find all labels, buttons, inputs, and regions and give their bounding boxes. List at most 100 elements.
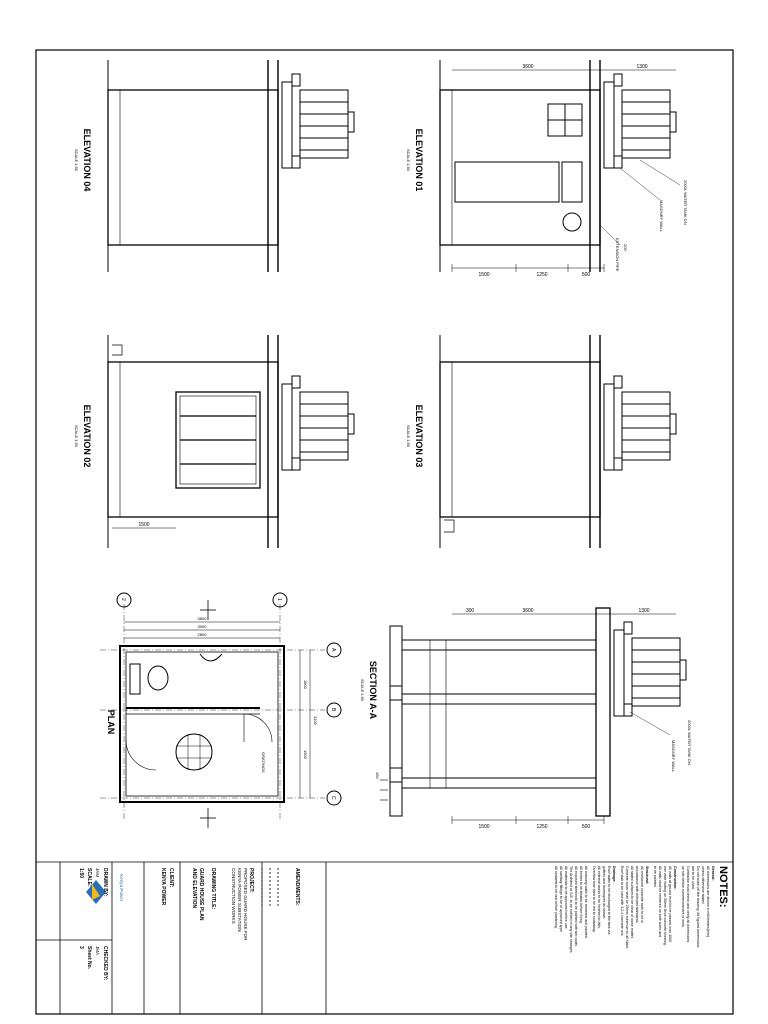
elevation-02-dim-width: 1500: [138, 522, 149, 528]
title-drawn-by: JAM: [95, 868, 100, 877]
section-dim-bot-2: 1250: [536, 824, 547, 830]
elevation-01-extension-pipe-label: EXTENSION PIPE: [615, 238, 620, 272]
title-project-label: PROJECT:: [248, 868, 254, 893]
elevation-04-title: ELEVATION 04: [82, 129, 92, 192]
notes-structural-1: All reinforced concrete work to be in: [640, 866, 644, 923]
title-client-name: KENYA POWER: [160, 868, 166, 906]
elevation-02-drawing: [107, 335, 355, 548]
title-checked-by-label: CHECKED BY:: [102, 946, 108, 981]
elevation-03-title: ELEVATION 03: [414, 405, 424, 468]
title-scale-label: SCALE:: [86, 868, 92, 887]
plan-grid-col-2: 1: [276, 598, 282, 601]
title-block: [36, 861, 733, 1014]
plan-dim-total-side: 3100: [313, 716, 318, 726]
title-project-2: KENYA POWER SUBSTATION: [237, 868, 242, 932]
plan-title: PLAN: [106, 710, 116, 735]
title-drawn-by-label: DRAWN BY:: [102, 868, 108, 897]
plan-grid-col-1: 2: [120, 598, 126, 601]
notes-finish-6: All sanitary fittings to be of approved …: [559, 866, 563, 933]
notes-construction-2: mm wide footing on 50mm thick concrete b…: [663, 866, 667, 946]
title-block-text: AMENDMENTS: PROJECT: PROPOSED GUARD HOUS…: [78, 868, 300, 981]
section-masonry-label: MASONRY WALL: [671, 740, 676, 773]
elevation-01-dim-roof-tank: 1300: [636, 64, 647, 70]
kenya-power-logo: Kenya Power: [86, 874, 124, 904]
title-project-1: PROPOSED GUARD HOUSE FOR: [243, 868, 248, 941]
notes-general-4: are to be used.: [691, 866, 695, 890]
notes-general-3: Do not scale off the drawing. All figure…: [696, 866, 700, 948]
notes-drainage-heading: Drainage:: [612, 866, 616, 883]
section-dim-top-right: 1300: [638, 608, 649, 614]
notes-general-6: on site before commencement of work.: [681, 866, 685, 928]
title-client-label: CLIENT:: [168, 868, 174, 888]
notes-construction-heading: Construction:: [673, 866, 677, 890]
notes-structural-2: accordance with relevant standards.: [635, 866, 639, 924]
plan-dim-inner-1: 3000: [198, 624, 208, 629]
plan-dim-overall: 3800: [198, 616, 208, 621]
section-aa-scale: SCALE 1:50: [360, 679, 365, 702]
section-aa-title: SECTION A-A: [368, 661, 378, 720]
notes-structural-5: Roof slab to be cast with 1:2:4 concrete…: [620, 866, 624, 937]
elevation-02-scale: SCALE 1:50: [74, 425, 79, 448]
notes-general-2: unless otherwise stated.: [701, 866, 705, 905]
notes-drainage-3: All external works to be finished to fal…: [597, 866, 601, 929]
notes-finish-7: All sealants to be laid before plasterin…: [554, 866, 558, 929]
section-small-dim-200: 200: [623, 244, 628, 251]
notes-general-5: Contractor must check and verify all dim…: [686, 866, 690, 943]
title-drawing-title-label: DRAWING TITLE:: [210, 868, 216, 909]
title-amendments: AMENDMENTS:: [294, 868, 300, 906]
elevation-03-drawing: [439, 335, 677, 548]
plan-grid-row-b: B: [330, 708, 336, 712]
plan-dim-inner-2: 2800: [198, 632, 208, 637]
elevation-01-tank-label: 2000L WATER TANK ON: [683, 180, 688, 225]
notes-construction-1: All walls at ground level to be passed o…: [668, 866, 672, 942]
title-scale: 1:50: [78, 868, 84, 878]
elevation-04-scale: SCALE 1:50: [74, 149, 79, 172]
sheet-border: [35, 49, 734, 1015]
logo-text: Kenya Power: [119, 874, 124, 902]
notes-structural-3: All stated surfaces to be clear of loose…: [630, 866, 634, 939]
notes-finish-3: All exposed steelwork to be painted with…: [574, 866, 578, 947]
elevation-01-dim-roof-main: 3600: [522, 64, 533, 70]
notes-title: NOTES:: [717, 866, 729, 908]
elevation-01-dim-bottom-3: 500: [582, 272, 591, 278]
title-sheet-label: Sheet No.: [86, 946, 92, 970]
plan-grid-row-c: C: [330, 796, 336, 800]
notes-drainage-1: Roof water to be discharged to the tank …: [607, 866, 611, 934]
notes-structural-heading: Structural:: [645, 866, 649, 884]
notes-finish-4: The Architect or S.E. to be notified of …: [569, 866, 573, 954]
plan-grid-row-a: A: [330, 648, 336, 652]
elevation-01-scale: SCALE 1:50: [406, 149, 411, 172]
elevation-01-title: ELEVATION 01: [414, 129, 424, 192]
plan-drawing: [100, 592, 342, 828]
notes-construction-4: to be painted.: [653, 866, 657, 888]
notes-finish-2: All timber to be treated before fixing.: [579, 866, 583, 924]
elevation-03-scale: SCALE 1:50: [406, 425, 411, 448]
notes-finish-1: All masonry walls to be rendered and pai…: [584, 866, 588, 939]
section-dim-bot-1: 1500: [478, 824, 489, 830]
title-checked-by: JMA: [95, 946, 100, 956]
section-tank-label: 2000L WATER TANK ON: [687, 720, 692, 765]
section-small-dim-150: 150: [375, 772, 380, 779]
notes-drainage-2: gutters and downpipes as shown.: [602, 866, 606, 919]
notes-general-heading: General:: [711, 866, 715, 881]
title-drawing-title-1: GUARD HOUSE PLAN: [198, 868, 204, 921]
plan-dim-side-2: 1500: [303, 750, 308, 760]
elevation-01-masonry-label: MASONRY WALL: [659, 200, 664, 233]
elevation-01-dim-bottom-1: 1500: [478, 272, 489, 278]
title-drawing-title-2: AND ELEVATION: [191, 868, 197, 908]
section-aa-drawing: [380, 607, 687, 824]
plan-gratings-label: GRATINGS: [261, 752, 266, 773]
notes-structural-4: Concrete cover shall be 25mm minimum to …: [625, 866, 629, 949]
notes-finish-5: All materials to be approved before use.: [564, 866, 568, 930]
notes-drainage-4: Overflow from tank to be led to soakaway…: [592, 866, 596, 933]
elevation-01-dim-bottom-2: 1250: [536, 272, 547, 278]
notes-general-1: All dimensions are shown in millimetres(…: [706, 866, 710, 937]
section-dim-top-mid: 3600: [522, 608, 533, 614]
section-dim-bot-3: 500: [582, 824, 591, 830]
title-project-3: CONSTRUCTION WORKS: [231, 868, 236, 924]
title-sheet: 3: [78, 946, 84, 949]
section-dim-top-left: 300: [466, 608, 475, 614]
notes-block: NOTES: General: All dimensions are shown…: [554, 866, 729, 954]
